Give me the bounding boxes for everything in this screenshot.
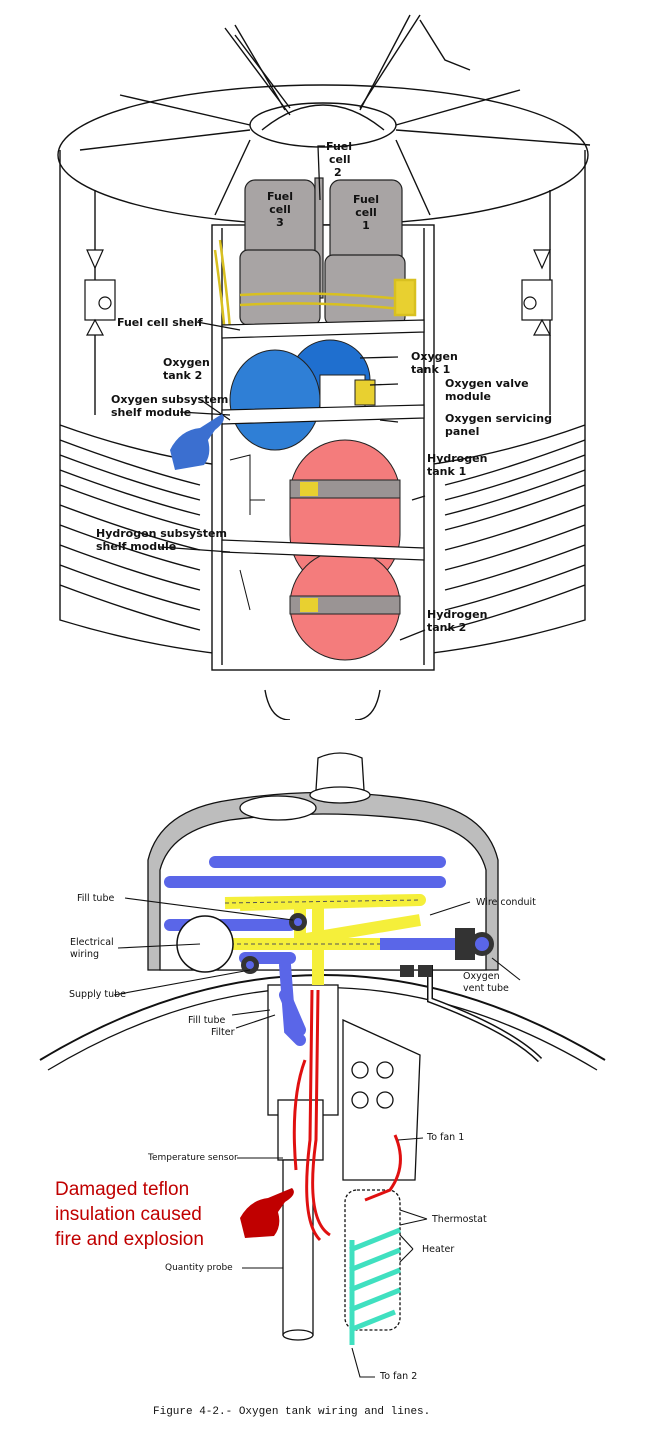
oxygen-vent-fitting — [455, 928, 475, 960]
label-to-fan-1: To fan 1 — [427, 1132, 465, 1143]
label-wire-conduit: Wire conduit — [476, 897, 536, 908]
rcs-thruster-left — [84, 249, 116, 336]
label-quantity-probe: Quantity probe — [165, 1263, 233, 1273]
fuel-cell-shelf — [221, 319, 425, 339]
damage-callout: Damaged teflon insulation caused fire an… — [55, 1179, 204, 1250]
pointing-hand-red-icon — [240, 1188, 294, 1238]
figure-caption: Figure 4-2.- Oxygen tank wiring and line… — [153, 1406, 431, 1418]
rcs-thruster-right — [521, 249, 553, 336]
hydrogen-subsystem-shelf — [221, 539, 425, 561]
pointing-hand-blue-icon — [170, 414, 224, 470]
label-fuel-cell-shelf: Fuel cell shelf — [117, 316, 203, 329]
label-supply-tube: Supply tube — [69, 989, 127, 1000]
heater-coil — [349, 1227, 401, 1345]
label-to-fan-2: To fan 2 — [380, 1371, 418, 1382]
fuel-cell-wiring — [213, 239, 417, 336]
service-module-cutaway — [57, 14, 591, 720]
label-fill-tube-top: Fill tube — [77, 893, 115, 904]
fuel-cell-stack — [239, 177, 406, 326]
label-fill-tube-lower: Fill tube — [188, 1015, 226, 1026]
label-heater: Heater — [422, 1244, 455, 1255]
label-thermostat: Thermostat — [432, 1214, 487, 1225]
label-filter: Filter — [211, 1027, 235, 1038]
label-temperature-sensor: Temperature sensor — [148, 1153, 238, 1163]
damaged-wires — [292, 989, 402, 1242]
electrical-wiring-ring — [176, 915, 234, 973]
